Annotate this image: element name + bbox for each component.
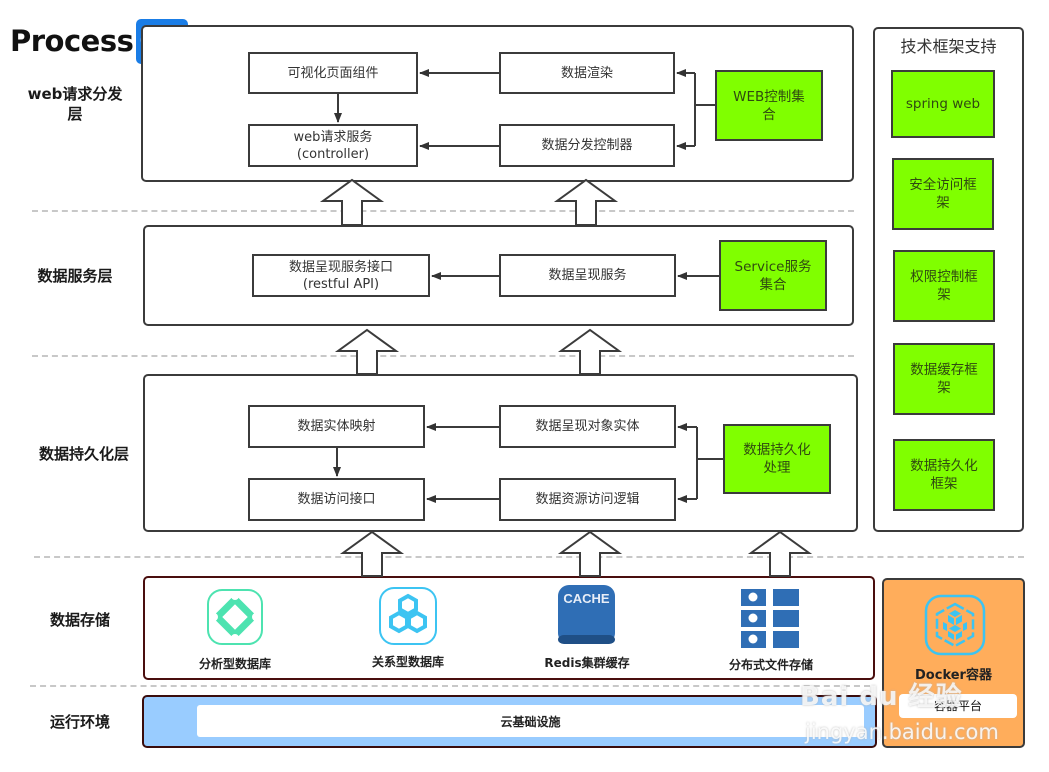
web-request-service-box[interactable]: web请求服务 (controller) (248, 124, 418, 167)
tech-item-persistence[interactable]: 数据持久化 框架 (893, 439, 995, 511)
tech-item-security[interactable]: 安全访问框 架 (892, 158, 994, 230)
up-arrow-persist-to-service-left (334, 328, 400, 375)
separator-2 (32, 355, 854, 357)
tech-item-permission-line1: 权限控制框 (910, 269, 978, 285)
web-control-set-line2: 合 (762, 106, 776, 123)
present-api-line1: 数据呈现服务接口 (288, 259, 393, 275)
service-set-line2: 集合 (759, 276, 787, 293)
tech-item-security-line2: 架 (936, 195, 950, 211)
baidu-watermark: Bai du 经验 (800, 682, 963, 712)
up-arrow-storage-to-persist-2 (557, 530, 623, 577)
service-set-box[interactable]: Service服务 集合 (719, 240, 827, 311)
tech-item-cache-line1: 数据缓存框 (910, 362, 978, 378)
present-api-box[interactable]: 数据呈现服务接口 (restful API) (252, 254, 430, 297)
docker-label: Docker容器 (915, 668, 992, 683)
up-arrow-storage-to-persist-3 (747, 530, 813, 577)
present-service-box[interactable]: 数据呈现服务 (499, 254, 676, 297)
persistence-processing-line2: 处理 (763, 460, 791, 476)
service-set-line1: Service服务 (734, 258, 812, 275)
logo-text: Process (10, 24, 134, 58)
up-arrow-storage-to-persist-1 (339, 530, 405, 577)
up-arrow-persist-to-service-right (557, 328, 623, 375)
data-render-box[interactable]: 数据渲染 (499, 52, 675, 94)
tech-support-title: 技术框架支持 (900, 37, 997, 56)
separator-3 (34, 556, 1024, 558)
docker-container-box[interactable] (882, 578, 1025, 748)
baidu-watermark-url: jingyan.baidu.com (805, 720, 999, 744)
layer-label-service: 数据服务层 (37, 267, 113, 285)
separator-1 (32, 210, 854, 212)
analytic-db-icon (206, 588, 264, 646)
data-dispatch-controller-box[interactable]: 数据分发控制器 (499, 124, 675, 167)
analytic-db-label: 分析型数据库 (198, 657, 271, 671)
web-control-set-box[interactable]: WEB控制集 合 (715, 70, 823, 141)
tech-item-spring-web-line1: spring web (905, 96, 981, 112)
tech-item-persistence-line1: 数据持久化 (910, 458, 978, 474)
layer-label-web: web请求分发 层 (15, 84, 135, 124)
layer-label-web-line2: 层 (67, 105, 83, 123)
relational-db-label: 关系型数据库 (371, 655, 444, 669)
file-storage-label: 分布式文件存储 (728, 658, 813, 672)
web-request-service-line2: (controller) (296, 146, 370, 162)
cache-icon: CACHE (558, 585, 615, 644)
present-api-line2: (restful API) (302, 276, 380, 292)
up-arrow-service-to-web-right (553, 178, 619, 226)
cache-label: Redis集群缓存 (544, 656, 630, 670)
separator-4 (30, 685, 870, 687)
layer-label-runtime: 运行环境 (49, 713, 110, 731)
resource-access-logic-box[interactable]: 数据资源访问逻辑 (499, 478, 676, 521)
tech-item-persistence-line2: 框架 (930, 476, 958, 492)
layer-label-storage: 数据存储 (49, 611, 110, 629)
relational-db-icon (378, 586, 438, 646)
persistence-processing-box[interactable]: 数据持久化 处理 (723, 424, 831, 494)
up-arrow-service-to-web-left (319, 178, 385, 226)
visual-components-box[interactable]: 可视化页面组件 (248, 52, 418, 94)
tech-item-spring-web[interactable]: spring web (891, 70, 995, 138)
layer-label-persistence: 数据持久化层 (38, 445, 129, 463)
entity-mapping-box[interactable]: 数据实体映射 (248, 405, 425, 448)
tech-item-permission[interactable]: 权限控制框 架 (893, 250, 995, 322)
docker-icon (924, 594, 986, 656)
web-request-service-line1: web请求服务 (293, 129, 373, 145)
tech-item-cache-line2: 架 (937, 380, 951, 396)
data-access-interface-box[interactable]: 数据访问接口 (248, 478, 425, 521)
cache-icon-text: CACHE (563, 591, 610, 606)
cloud-infrastructure-box[interactable]: 云基础设施 (197, 705, 864, 737)
tech-item-cache[interactable]: 数据缓存框 架 (893, 343, 995, 415)
layer-label-web-line1: web请求分发 (27, 85, 123, 103)
present-object-entity-box[interactable]: 数据呈现对象实体 (499, 405, 676, 448)
container-platform-box[interactable]: 容器平台 (899, 694, 1017, 718)
file-storage-icon (741, 589, 799, 649)
persistence-processing-line1: 数据持久化 (743, 442, 811, 458)
web-control-set-line1: WEB控制集 (733, 88, 805, 105)
tech-item-security-line1: 安全访问框 (909, 177, 977, 193)
tech-item-permission-line2: 架 (937, 287, 951, 303)
